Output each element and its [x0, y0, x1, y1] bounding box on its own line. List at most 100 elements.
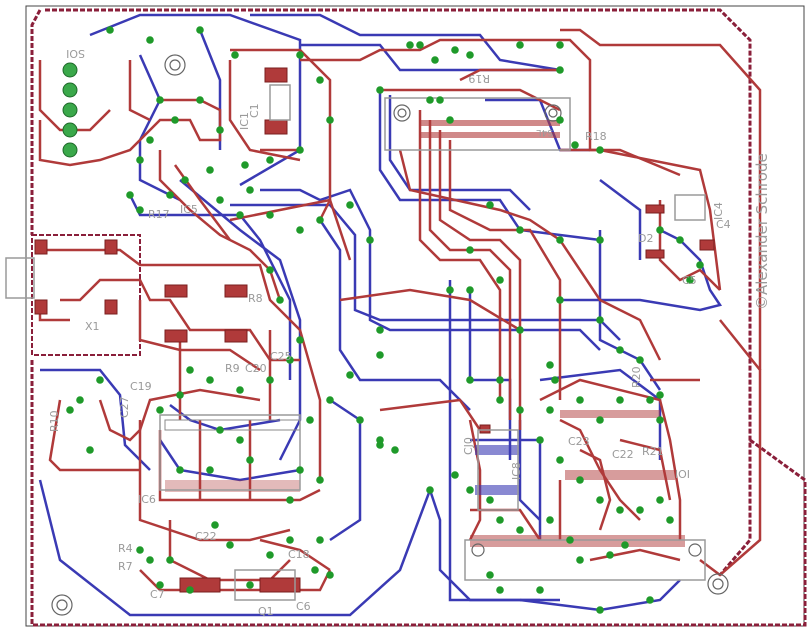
via — [616, 396, 624, 404]
via — [246, 581, 254, 589]
label-c25: C25 — [270, 350, 292, 363]
via — [666, 516, 674, 524]
via — [556, 116, 564, 124]
via — [576, 476, 584, 484]
via — [326, 396, 334, 404]
via — [226, 541, 234, 549]
ic6-pins — [164, 419, 301, 492]
via — [576, 396, 584, 404]
via — [616, 506, 624, 514]
via — [356, 416, 364, 424]
via — [646, 396, 654, 404]
via — [216, 126, 224, 134]
via — [376, 351, 384, 359]
via — [426, 96, 434, 104]
via — [496, 396, 504, 404]
via — [406, 41, 414, 49]
label-r18: R18 — [585, 130, 607, 143]
label-c5: C5 — [682, 274, 697, 287]
via — [486, 201, 494, 209]
via — [451, 471, 459, 479]
via — [286, 496, 294, 504]
via — [236, 436, 244, 444]
via — [316, 476, 324, 484]
via — [516, 41, 524, 49]
bottom-layer-traces — [38, 13, 723, 617]
via — [536, 586, 544, 594]
via — [616, 346, 624, 354]
label-ioi: IOI — [675, 467, 690, 480]
via — [266, 551, 274, 559]
via — [156, 406, 164, 414]
via — [366, 236, 374, 244]
via — [186, 586, 194, 594]
via — [556, 456, 564, 464]
via — [126, 191, 134, 199]
label-ic1: IC1 — [238, 112, 251, 130]
via — [446, 116, 454, 124]
via — [466, 376, 474, 384]
label-ic4: IC4 — [712, 202, 725, 220]
via — [596, 146, 604, 154]
via — [316, 216, 324, 224]
via — [296, 146, 304, 154]
via — [136, 206, 144, 214]
via — [636, 356, 644, 364]
via — [136, 156, 144, 164]
via — [146, 136, 154, 144]
via — [146, 556, 154, 564]
via — [646, 596, 654, 604]
via — [176, 391, 184, 399]
via — [276, 296, 284, 304]
via — [166, 556, 174, 564]
via — [236, 211, 244, 219]
via — [621, 541, 629, 549]
via — [516, 326, 524, 334]
label-r19: R19 — [468, 72, 490, 85]
via — [86, 446, 94, 454]
via — [206, 466, 214, 474]
via — [426, 486, 434, 494]
via — [296, 466, 304, 474]
via — [656, 416, 664, 424]
label-r7: R7 — [118, 560, 133, 573]
label-c6: C6 — [296, 600, 311, 613]
via — [596, 316, 604, 324]
via — [536, 436, 544, 444]
via — [286, 536, 294, 544]
component-labels: IC6 IC5 X1 R17 R18 R4 R7 R21 C4 C5 C6 C7… — [48, 47, 731, 618]
connector-pads — [62, 62, 78, 158]
via — [546, 516, 554, 524]
via — [216, 426, 224, 434]
via — [496, 516, 504, 524]
via — [231, 51, 239, 59]
via — [211, 521, 219, 529]
via — [216, 196, 224, 204]
via — [206, 166, 214, 174]
via — [656, 391, 664, 399]
via — [556, 66, 564, 74]
via — [546, 406, 554, 414]
via — [686, 276, 694, 284]
label-r8: R8 — [248, 292, 263, 305]
via — [306, 416, 314, 424]
via — [486, 496, 494, 504]
label-c1: C1 — [248, 103, 261, 118]
via — [446, 286, 454, 294]
via — [636, 506, 644, 514]
via — [346, 371, 354, 379]
label-c22: C22 — [195, 530, 217, 543]
via — [246, 456, 254, 464]
label-d2: D2 — [638, 232, 653, 245]
label-r10: R10 — [48, 410, 61, 432]
via — [466, 51, 474, 59]
via — [196, 96, 204, 104]
via — [516, 406, 524, 414]
via — [296, 226, 304, 234]
via — [391, 446, 399, 454]
via — [656, 496, 664, 504]
label-c27: C27 — [118, 396, 131, 418]
via — [496, 376, 504, 384]
vias — [66, 26, 704, 614]
